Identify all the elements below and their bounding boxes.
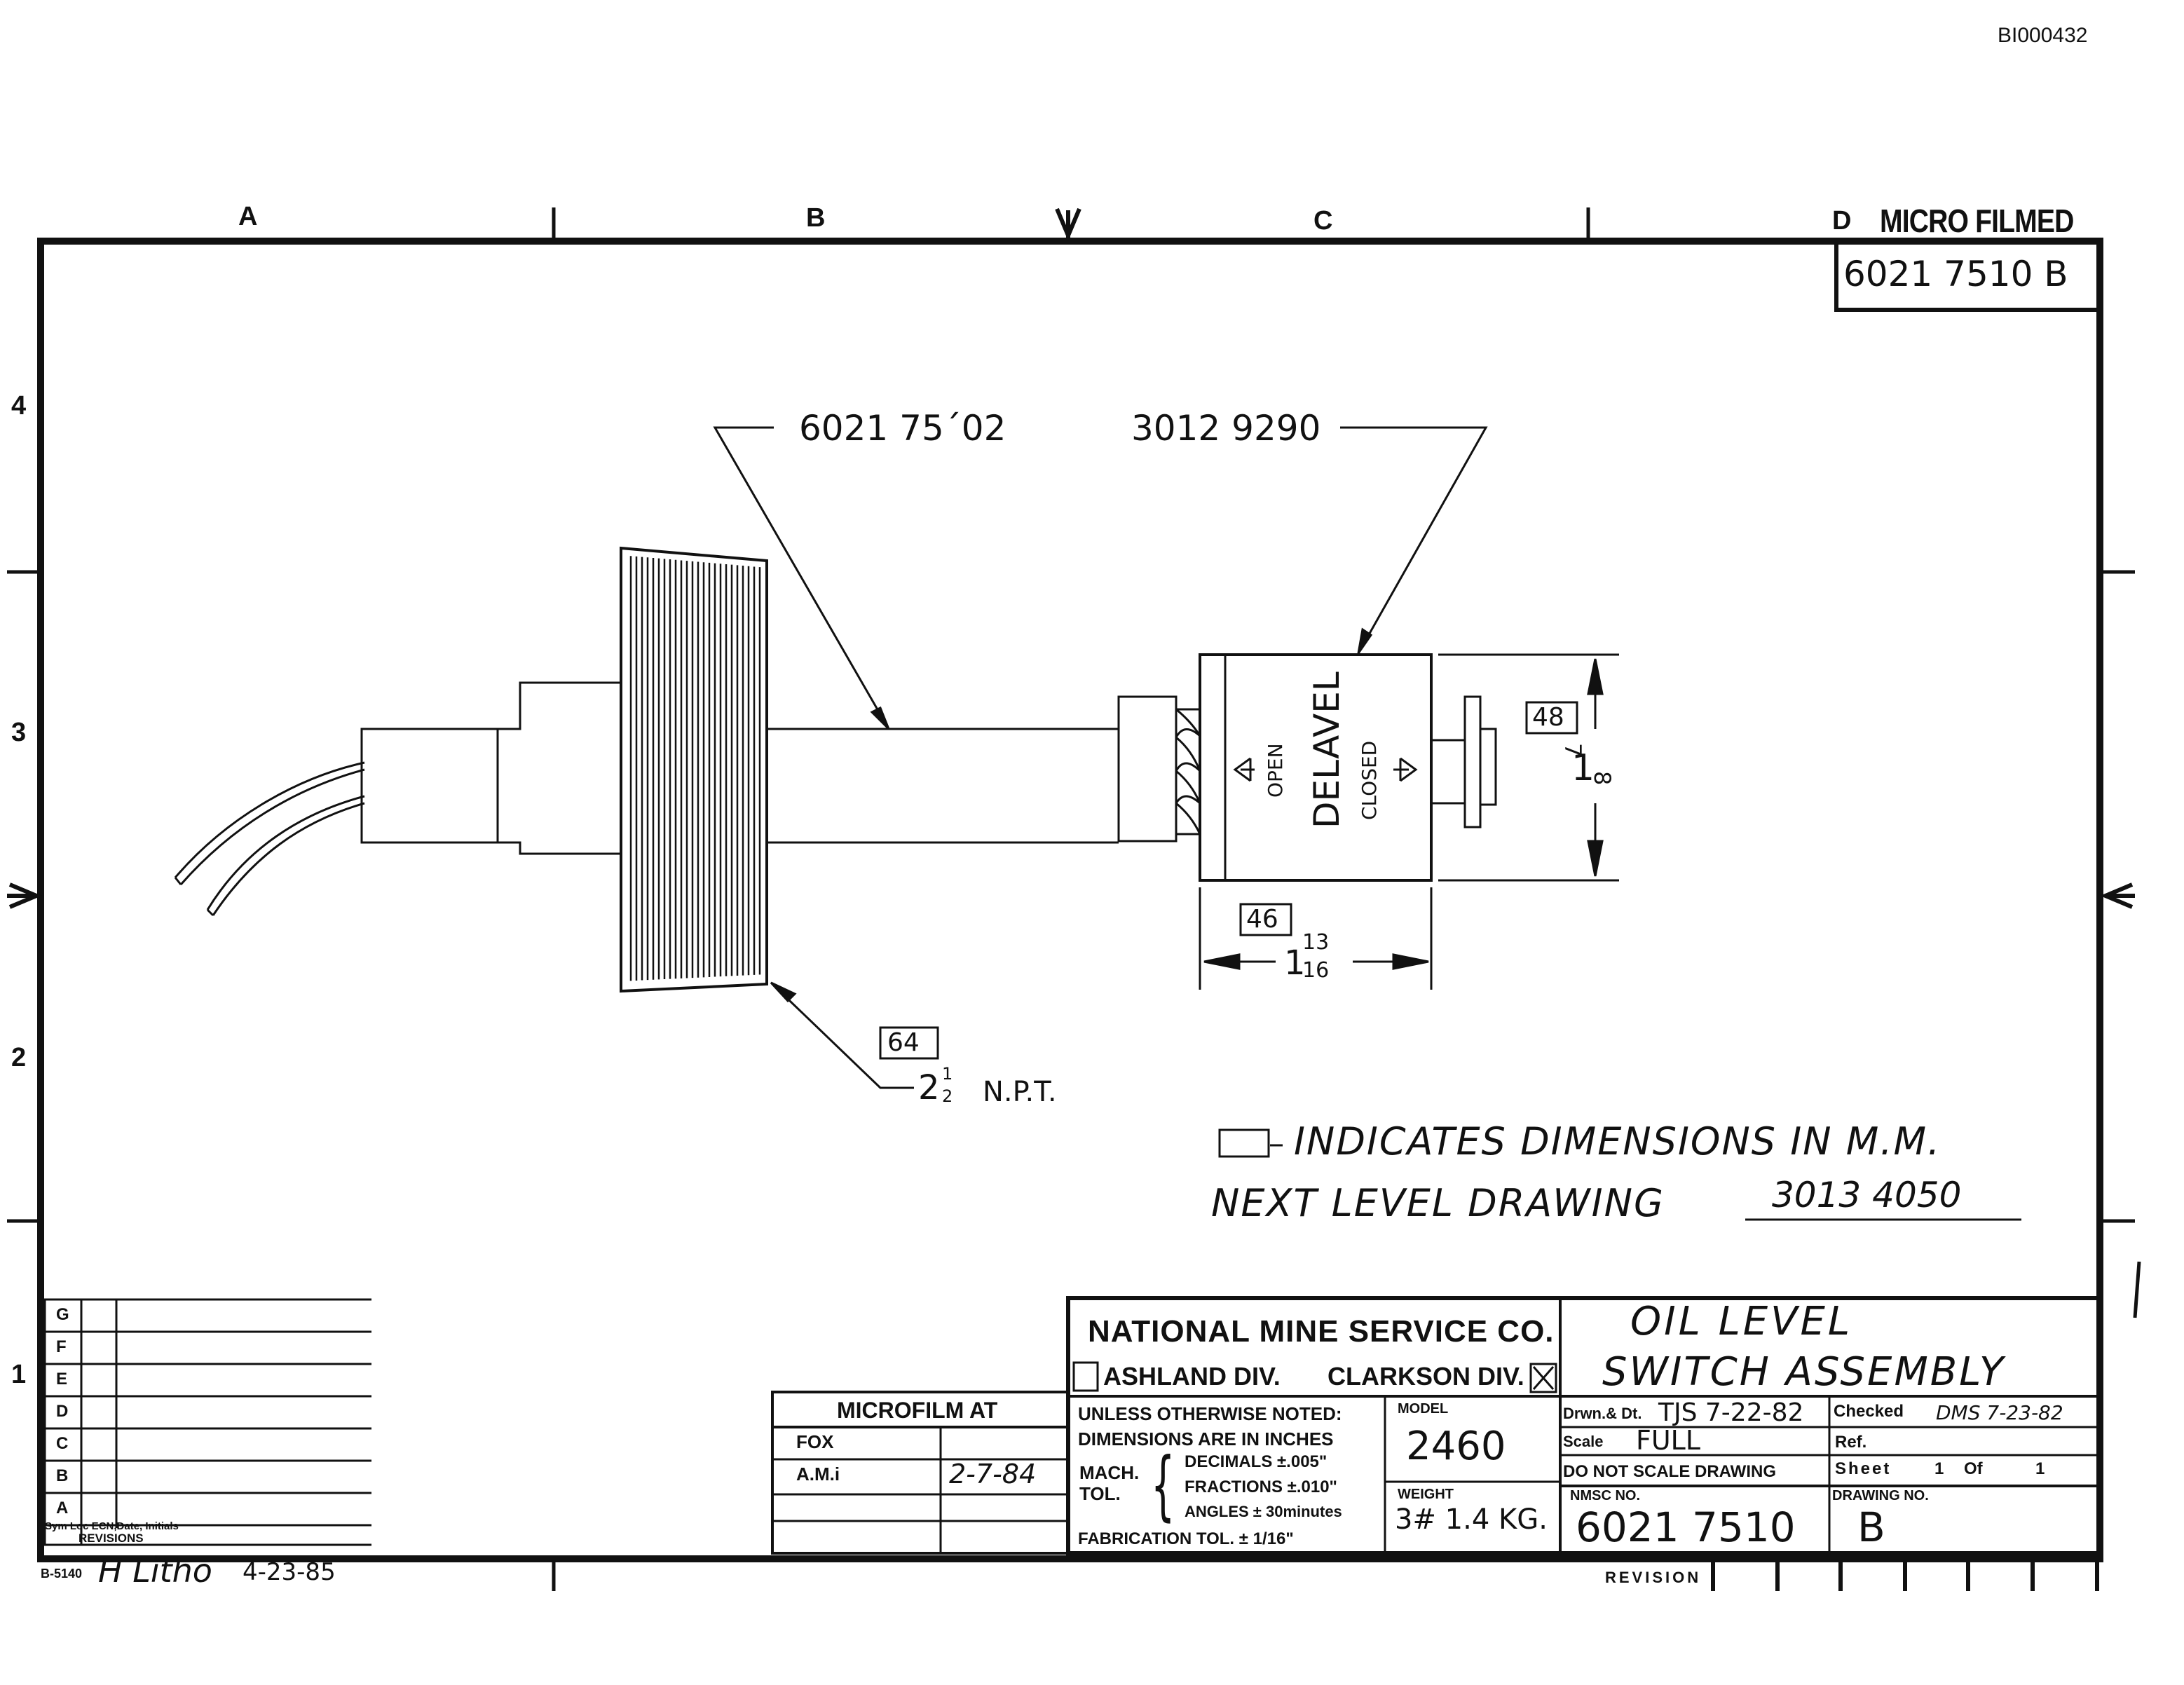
tol-decimals: DECIMALS ±.005" [1185,1452,1328,1471]
litho-date: 4-23-85 [243,1558,336,1586]
dimension-note: INDICATES DIMENSIONS IN M.M. [1294,1119,1941,1164]
fabrication-tol: FABRICATION TOL. ± 1/16" [1078,1529,1294,1548]
zone-column-d: D [1832,206,1852,236]
tol-angles: ANGLES ± 30minutes [1185,1503,1342,1520]
revision-letter-f: F [56,1337,67,1356]
height-numerator: 7 [1559,743,1586,758]
weight-label: WEIGHT [1398,1487,1454,1502]
microfilm-header: MICROFILM AT [837,1398,998,1423]
length-whole: 1 [1284,943,1306,983]
ashland-div-checkbox [1072,1361,1099,1392]
part-callout-3012-9290: 3012 9290 [1131,408,1321,449]
drawn-label: Drwn.& Dt. [1563,1405,1642,1422]
scale-value: FULL [1636,1425,1701,1456]
microfilm-am: A.M.i [796,1464,840,1485]
npt-whole: 2 [918,1068,940,1107]
nmsc-no-label: NMSC NO. [1570,1488,1640,1503]
microfilm-date: 2-7-84 [949,1459,1037,1489]
drawing-title-line2: SWITCH ASSEMBLY [1602,1349,2006,1395]
npt-denominator: 2 [942,1086,953,1106]
litho-signature: H Litho [98,1552,212,1590]
legend-box-symbol [1218,1128,1270,1158]
revision-strip-label: REVISION [1605,1569,1702,1586]
mm-box-46 [1239,903,1292,936]
drawing-no-label: DRAWING NO. [1832,1488,1929,1503]
revisions-footer-line1: Sym Loc ECN,Date, Initials [45,1520,179,1532]
weight-value: 3# 1.4 KG. [1395,1503,1548,1536]
npt-label: N.P.T. [983,1076,1057,1108]
corner-number-box [1834,240,2101,312]
drawing-border [37,238,2103,1562]
mach-tol-label2: TOL. [1079,1483,1121,1504]
zone-column-b: B [806,203,826,233]
of-label: Of [1964,1459,1983,1478]
zone-row-4: 4 [11,391,27,421]
do-not-scale: DO NOT SCALE DRAWING [1563,1462,1776,1481]
switch-closed-label: CLOSED [1358,740,1381,820]
mach-tol-brace: { [1151,1442,1175,1529]
switch-assembly-drawing [174,546,1497,993]
ref-label: Ref. [1835,1433,1867,1452]
part-callout-6021-7502: 6021 75´02 [799,408,1006,449]
switch-brand-label: DELAVEL [1306,671,1347,828]
revision-letter-b: B [56,1466,69,1485]
microfilmed-stamp: MICRO FILMED [1880,203,2074,239]
next-level-label: NEXT LEVEL DRAWING [1211,1181,1665,1225]
clarkson-div-checkbox [1529,1363,1557,1393]
checked-value: DMS 7-23-82 [1936,1401,2063,1424]
document-id: BI000432 [1998,24,2088,47]
length-denominator: 16 [1302,958,1330,983]
mm-value-46: 46 [1246,905,1278,934]
corner-box-number: 6021 7510 B [1843,254,2068,294]
mach-tol-label: MACH. [1079,1462,1140,1483]
ashland-div-label: ASHLAND DIV. [1103,1362,1281,1391]
form-number: B-5140 [41,1567,83,1581]
mm-box-48 [1525,701,1578,735]
drawing-title-line1: OIL LEVEL [1630,1299,1853,1344]
scale-label: Scale [1563,1433,1604,1450]
npt-numerator: 1 [942,1064,953,1084]
tolerance-line1: UNLESS OTHERWISE NOTED: [1078,1403,1342,1424]
revisions-footer-line2: REVISIONS [79,1531,144,1545]
model-label: MODEL [1398,1401,1449,1417]
zone-row-2: 2 [11,1043,27,1072]
mm-value-48: 48 [1532,703,1564,732]
next-level-value: 3013 4050 [1772,1175,1962,1215]
height-denominator: 8 [1589,771,1616,786]
mm-box-64 [879,1026,939,1060]
drawn-value: TJS 7-22-82 [1658,1398,1804,1427]
title-block [1066,1296,2102,1591]
sheet-value: 1 [1934,1459,1944,1478]
length-numerator: 13 [1302,930,1330,955]
model-value: 2460 [1406,1424,1506,1469]
zone-column-c: C [1313,206,1333,236]
checked-label: Checked [1834,1402,1904,1421]
revision-letter-e: E [56,1370,68,1389]
zone-row-3: 3 [11,718,27,747]
revision-letter-a: A [56,1499,69,1517]
nmsc-no-value: 6021 7510 [1576,1503,1796,1551]
of-value: 1 [2035,1459,2045,1478]
revision-table [43,1298,371,1546]
revision-letter-d: D [56,1402,69,1421]
microfilm-fox: FOX [796,1431,834,1452]
revision-letter-g: G [56,1305,69,1324]
switch-open-label: OPEN [1264,743,1287,798]
revision-letter-c: C [56,1434,69,1453]
company-name: NATIONAL MINE SERVICE CO. [1088,1314,1555,1349]
zone-column-a: A [238,202,258,231]
tolerance-line2: DIMENSIONS ARE IN INCHES [1078,1428,1334,1449]
drawing-no-value: B [1857,1503,1885,1551]
mm-value-64: 64 [887,1028,920,1057]
height-whole: 1 [1571,747,1595,789]
clarkson-div-label: CLARKSON DIV. [1328,1362,1524,1391]
tol-fractions: FRACTIONS ±.010" [1185,1478,1337,1496]
sheet-label: Sheet [1835,1459,1892,1478]
zone-row-1: 1 [11,1360,27,1389]
